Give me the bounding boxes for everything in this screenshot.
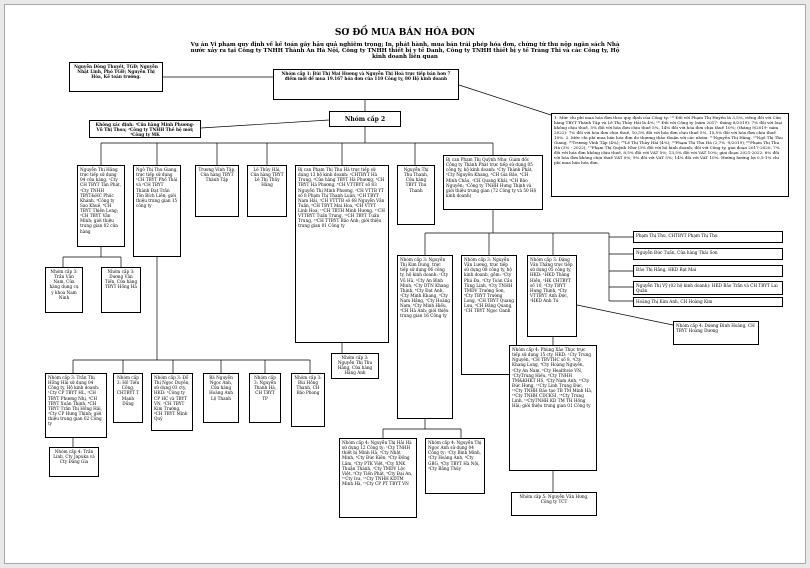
node-dao-thi-hang: Đào Thị Hằng, HKD Bạt Mai (633, 265, 783, 277)
node-le-thuy-hai: Lê Thủy Hải, Cửa hàng TBYT Lê Thị Thủy H… (247, 165, 287, 217)
node-ba-nguyen-ngoc-anh: Bà Nguyễn Ngọc Anh, Cửa hàng Hoàng Anh L… (203, 373, 239, 423)
node-pham-thi-thu: Phạm Thị Thu, CHTBYT Phạm Thị Thu (633, 231, 783, 243)
node-nguyen-duc-tuan: Nguyễn Đức Tuấn, Cửa hàng Thái Sơn (633, 248, 783, 260)
node-cap3-nguyen-thi-thu-hang: Nhóm cấp 3: Nguyễn Thị Thu Hằng, Cửa hàn… (331, 353, 379, 379)
node-cap4-tran-linh: Nhóm cấp 4: Trần Linh, Cty Japuka và Cty… (49, 447, 99, 477)
node-cap3-ho-tien-cong: Nhóm cấp 3: Hồ Tiến Công, CHTBYT T Mạnh … (113, 373, 143, 423)
node-cap3-bui-hong-thanh: Nhóm cấp 3: Bùi Hồng Thanh, CH Bảo Phong (291, 373, 325, 427)
node-pham-thi-quynh-nhu: Bị can Phạm Thị Quỳnh Như, Giám đốc Công… (443, 155, 543, 210)
node-cap3-nguyen-van-luong: Nhóm cấp 3: Nguyễn Văn Lương, trực tiếp … (461, 255, 517, 375)
node-ngo-thi-thu-giang: Ngô Thị Thu Giang, trực tiếp sử dụng ¹CH… (133, 165, 181, 257)
node-cap5-nguyen-van-hung: Nhóm cấp 5: Nguyễn Văn Hưng, Công ty TCT (511, 492, 597, 516)
node-tran-van-nam: Nhóm cấp 3: Trần Văn Nam, Cửa hàng dụng … (45, 267, 83, 313)
node-cap3-do-thi-ngoc-duyen: Nhóm cấp 3: Đỗ Thị Ngọc Duyên, sử dụng 0… (151, 373, 193, 431)
diagram-page: SƠ ĐỒ MUA BÁN HÓA ĐƠN Vụ án Vi phạm quy … (4, 4, 806, 564)
connector-line (576, 304, 674, 326)
diagram-title: SƠ ĐỒ MUA BÁN HÓA ĐƠN (334, 28, 476, 38)
node-nguyen-thi-hang: Nguyễn Thị Hằng trực tiếp sử dụng 04 cửa… (77, 165, 125, 247)
connector-line (200, 119, 330, 129)
node-truong-vinh-tap: Trương Vĩnh Tập, Cửa hàng TBYT Thành Tập (195, 165, 239, 217)
node-top-management: Nguyễn Đông Thuyết, TGĐ; Nguyễn Nhật Lin… (69, 62, 163, 92)
diagram-subtitle: Vụ án Vi phạm quy định về kế toán gây hậ… (190, 42, 620, 61)
node-pham-thi-thu-ha: Bị can Phạm Thị Thu Hà trực tiếp sử dụng… (295, 165, 389, 343)
node-cap4-nguyen-thi-hai-ha: Nhóm cấp 4: Nguyễn Thị Hải Hà sử dụng 12… (339, 438, 417, 518)
node-cap4-duong-dinh-hoang: Nhóm cấp 4: Dương Đình Hoàng, CH TBYT Ho… (673, 321, 759, 345)
node-cap3-kim-dung: Nhóm cấp 3: Nguyễn Thị Kim Dung, trực ti… (397, 255, 453, 419)
node-cap3-dang-van-thang: Nhóm cấp 3: Đặng Văn Thắng trực tiếp sử … (527, 255, 577, 337)
node-cap1: Nhóm cấp 1: Bùi Thị Mai Hương và Nguyễn … (273, 69, 459, 100)
node-nguyen-thi-thu-thanh: Nguyễn Thị Thu Thanh, Cửa hàng TBYT Thu … (397, 165, 435, 225)
node-cap4-nguyen-thi-ngoc-anh: Nhóm cấp 4: Nguyễn Thị Ngọc Anh sử dụng … (425, 438, 485, 494)
node-nguyen-thi-vy: Nguyễn Thị Vỹ (02 hộ kinh doanh): HKD Bả… (633, 281, 783, 295)
node-cap2: Nhóm cấp 2 (329, 111, 401, 127)
node-cap4-phung-xao-thuc: Nhóm cấp 4: Phùng Xảo Thục trực tiếp sử … (509, 345, 597, 471)
connector-line (458, 84, 552, 116)
node-cap3-tran-thi-hong-hai: Nhóm cấp 3: Trần Thị Hồng Hải sử dụng 04… (45, 373, 107, 438)
node-cap3-nguyen-thanh-ha: Nhóm cấp 3: Nguyễn Thanh Hà, CH TBYT TP (249, 373, 281, 423)
connector-lines (62, 76, 674, 492)
node-cost-info: 1. Mức chi phí mua hóa đơn theo quy định… (551, 113, 789, 197)
node-hoang-thi-kim-anh: Hoàng Thị Kim Anh, CH Hoàng Kim (633, 297, 783, 307)
node-khong-xac-dinh: Không xác định: ¹Cửa hàng Minh Phương- V… (89, 120, 201, 138)
node-duong-van-tien: Nhóm cấp 3: Dương Văn Tiến, Cửa hàng TBY… (101, 267, 141, 313)
